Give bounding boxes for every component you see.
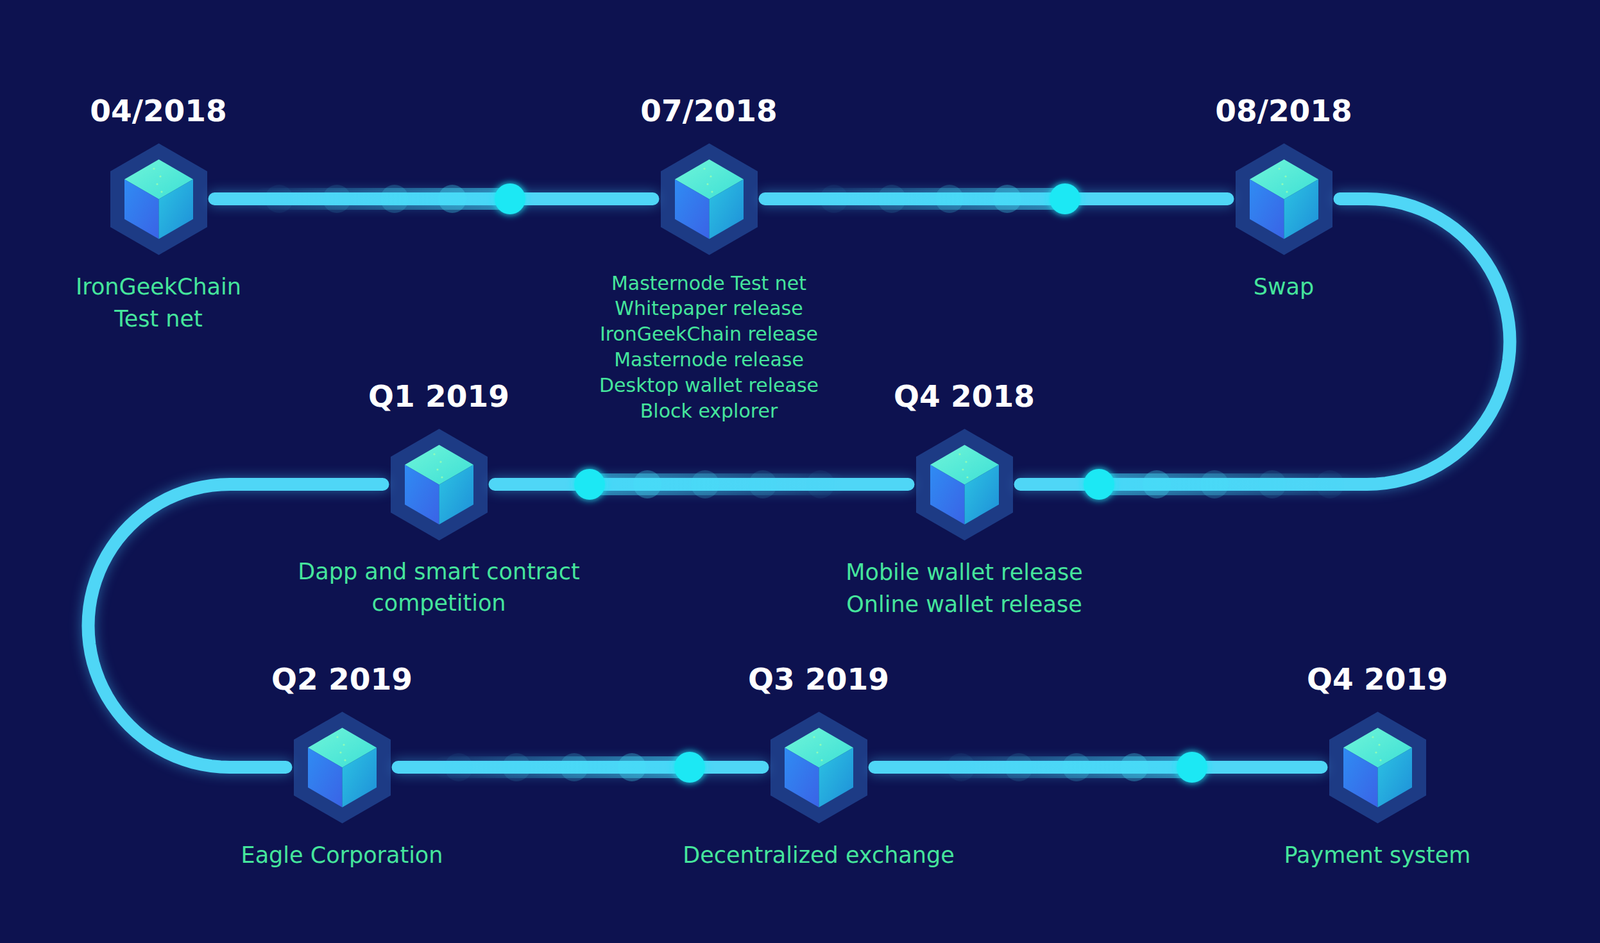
comet <box>808 183 1081 215</box>
comet-ghost <box>806 470 835 499</box>
milestone-item: IronGeekChain release <box>567 321 851 348</box>
milestone-items: Masternode Test netWhitepaper releaseIro… <box>567 270 851 425</box>
cube-icon <box>1227 143 1341 256</box>
milestone-item: Payment system <box>1242 839 1513 872</box>
comet-ghost <box>617 753 647 782</box>
comet-ghost <box>1004 753 1033 782</box>
comet-head <box>1176 751 1208 783</box>
comet <box>433 751 706 783</box>
comet-ghost <box>444 753 473 782</box>
comet-ghost <box>1258 470 1287 499</box>
comet-ghost <box>380 184 409 213</box>
milestone-item: Block explorer <box>567 398 851 425</box>
comet-ghost <box>748 470 777 499</box>
cube-icon <box>102 143 215 256</box>
comet-ghost <box>690 470 720 499</box>
comet <box>1083 468 1356 500</box>
milestone-items: Mobile wallet releaseOnline wallet relea… <box>784 556 1144 622</box>
milestone-cube: 04/2018IronGeekChain Test net <box>102 143 215 256</box>
comet-head <box>494 183 526 215</box>
comet-ghost <box>560 753 589 782</box>
comet-ghost <box>322 184 351 213</box>
comet-ghost <box>1142 470 1171 499</box>
milestone-date: 04/2018 <box>89 94 227 128</box>
comet-head <box>674 751 706 783</box>
cube-icon <box>286 711 399 824</box>
comet-ghost <box>1315 470 1345 499</box>
cube-icon <box>762 711 876 824</box>
milestone-items: Payment system <box>1242 839 1513 872</box>
cube-icon <box>653 143 766 256</box>
cube-icon <box>382 428 496 541</box>
comet-ghost <box>946 753 976 782</box>
cube-icon <box>908 428 1021 541</box>
milestone-items: Swap <box>1187 270 1380 304</box>
milestone-items: Decentralized exchange <box>638 839 999 872</box>
comet-ghost <box>819 184 849 213</box>
milestone-cube: 07/2018Masternode Test netWhitepaper rel… <box>653 143 766 256</box>
milestone-item: Mobile wallet release <box>784 556 1144 589</box>
milestone-item: Swap <box>1187 270 1380 304</box>
comet-ghost <box>1120 753 1149 782</box>
milestone-cube: Q3 2019Decentralized exchange <box>762 711 876 824</box>
milestone-date: Q4 2019 <box>1306 662 1448 697</box>
milestone-date: Q3 2019 <box>748 662 890 697</box>
comet-head <box>1049 183 1081 215</box>
milestone-item: Desktop wallet release <box>567 372 851 399</box>
comet-head <box>574 468 605 500</box>
milestone-cube: Q2 2019Eagle Corporation <box>286 711 399 824</box>
comet <box>935 751 1208 783</box>
comet-ghost <box>1062 753 1091 782</box>
comet-ghost <box>264 184 294 213</box>
milestone-item: Dapp and smart contract competition <box>272 556 606 620</box>
milestone-item: Whitepaper release <box>567 295 851 322</box>
comet-ghost <box>877 184 906 213</box>
comet-ghost <box>993 184 1022 213</box>
comet-ghost <box>935 184 964 213</box>
milestone-item: Masternode release <box>567 347 851 373</box>
milestone-cube: 08/2018Swap <box>1227 143 1341 256</box>
comet <box>253 183 526 215</box>
milestone-cube: Q4 2019Payment system <box>1321 711 1434 824</box>
comet-ghost <box>1200 470 1229 499</box>
milestone-item: Eagle Corporation <box>194 839 490 872</box>
comet-ghost <box>438 184 467 213</box>
cube-icon <box>1321 711 1434 824</box>
comet <box>574 468 847 500</box>
milestone-date: 07/2018 <box>640 94 777 128</box>
milestone-item: Decentralized exchange <box>638 839 999 872</box>
milestone-cube: Q1 2019Dapp and smart contract competiti… <box>382 428 496 541</box>
milestone-date: 08/2018 <box>1215 94 1352 128</box>
milestone-items: Dapp and smart contract competition <box>272 556 606 620</box>
milestone-items: IronGeekChain Test net <box>59 270 258 337</box>
milestone-date: Q2 2019 <box>271 662 413 697</box>
milestone-date: Q4 2018 <box>893 379 1035 414</box>
milestone-item: IronGeekChain Test net <box>59 270 258 337</box>
milestone-cube: Q4 2018Mobile wallet releaseOnline walle… <box>908 428 1021 541</box>
comet-ghost <box>633 470 662 499</box>
milestone-item: Online wallet release <box>784 588 1144 622</box>
comet-ghost <box>502 753 531 782</box>
comet-head <box>1083 468 1115 500</box>
milestone-date: Q1 2019 <box>368 379 510 414</box>
milestone-items: Eagle Corporation <box>194 839 490 872</box>
milestone-item: Masternode Test net <box>567 270 851 297</box>
